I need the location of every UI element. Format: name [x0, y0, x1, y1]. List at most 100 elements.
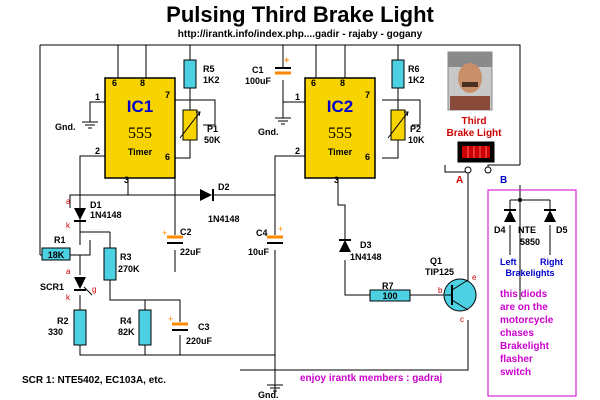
svg-text:+: + [162, 228, 167, 238]
c4-value: 10uF [248, 247, 270, 257]
third-label: Third [462, 116, 487, 127]
note-line-4: chases [500, 328, 534, 339]
d1-pin-a: a [66, 197, 71, 206]
note-line-6: flasher [500, 354, 533, 365]
note-line-3: motorcycle [500, 315, 554, 326]
d1-value: 1N4148 [90, 210, 122, 220]
p1-ref: P1 [207, 124, 218, 134]
brake-light-label: Brake Light [446, 128, 502, 139]
q1-pin-e: e [472, 273, 477, 282]
r1-ref: R1 [54, 235, 66, 245]
ic2-pin-6: 6 [365, 152, 370, 162]
c4-ref: C4 [256, 228, 268, 238]
note-line-2: are on the [500, 302, 548, 313]
nte-value: 5850 [520, 237, 540, 247]
p2-arrow-icon [387, 111, 409, 139]
svg-text:+: + [278, 224, 283, 234]
note-box [487, 189, 577, 397]
svg-text:+: + [284, 55, 289, 65]
left-label: Left [500, 257, 517, 267]
r5-resistor [183, 59, 197, 89]
r7-value: 100 [382, 291, 397, 301]
scr1-thyristor [74, 277, 93, 296]
r3-resistor [103, 247, 117, 281]
r6-ref: R6 [408, 64, 420, 74]
ic1-sub-label: Timer [128, 147, 153, 157]
c1-capacitor: + [275, 55, 291, 75]
gnd-label-2: Gnd. [258, 127, 279, 137]
ic1-pin-7: 7 [165, 90, 170, 100]
d2-ref: D2 [218, 182, 230, 192]
p2-value: 10K [408, 135, 425, 145]
d1-ref: D1 [90, 200, 102, 210]
d3-ref: D3 [360, 240, 372, 250]
c4-capacitor: + [267, 224, 283, 244]
c2-value: 22uF [180, 247, 202, 257]
wires [39, 44, 551, 395]
terminal-b: B [500, 175, 507, 186]
q1-transistor [443, 278, 477, 312]
scr-note: SCR 1: NTE5402, EC103A, etc. [22, 375, 166, 386]
r6-resistor [391, 59, 405, 89]
svg-text:+: + [168, 314, 173, 324]
note-line-7: switch [500, 367, 531, 378]
r4-resistor [138, 309, 152, 346]
gnd-label-3: Gnd. [258, 390, 279, 400]
r6-value: 1K2 [408, 75, 425, 85]
c1-value: 100uF [245, 76, 272, 86]
gnd-label-1: Gnd. [55, 122, 76, 132]
ic2-chip: IC2 555 Timer 6 8 1 2 7 6 3 [295, 77, 376, 185]
note-line-1: this diods [500, 289, 548, 300]
d4-ref: D4 [494, 225, 506, 235]
d2-value: 1N4148 [208, 214, 240, 224]
ic1-pin-2: 2 [95, 146, 100, 156]
c3-value: 220uF [186, 336, 213, 346]
ic2-name: IC2 [327, 97, 353, 116]
page-title: Pulsing Third Brake Light [166, 2, 434, 27]
r2-resistor [73, 309, 87, 346]
ground-icon [82, 117, 291, 392]
q1-pin-c: c [460, 315, 464, 324]
ic2-chip-label: 555 [328, 125, 352, 142]
d3-diode [339, 239, 351, 252]
ic2-pin-8: 8 [340, 78, 345, 88]
q1-ref: Q1 [430, 256, 442, 266]
r5-value: 1K2 [203, 75, 220, 85]
c2-capacitor: + [162, 228, 183, 244]
c1-ref: C1 [252, 65, 264, 75]
ic2-pin-2: 2 [295, 146, 300, 156]
c2-ref: C2 [180, 227, 192, 237]
d1-diode [74, 208, 86, 222]
q1-value: TIP125 [425, 267, 454, 277]
source-url: http://irantk.info/index.php....gadir - … [178, 29, 423, 40]
credit-line: enjoy irantk members : gadraj [300, 373, 442, 384]
r2-ref: R2 [57, 316, 69, 326]
ic1-chip: IC1 555 Timer 6 8 1 2 7 6 3 [95, 77, 176, 185]
r1-value: 18K [48, 250, 65, 260]
ic2-sub-label: Timer [328, 147, 353, 157]
right-label: Right [540, 257, 563, 267]
r7-resistor [369, 289, 411, 302]
note-line-5: Brakelight [500, 341, 550, 352]
ic1-pin-4: 6 [112, 78, 117, 88]
ic1-pin-6: 6 [165, 152, 170, 162]
d5-diode [544, 209, 556, 222]
r4-ref: R4 [120, 316, 132, 326]
scr1-pin-g: g [92, 285, 96, 294]
r1-resistor [41, 247, 71, 261]
d1-pin-k: k [66, 221, 71, 230]
ic2-pin-4: 6 [311, 78, 316, 88]
ic2-pin-7: 7 [365, 90, 370, 100]
p2-ref: P2 [410, 124, 421, 134]
r7-ref: R7 [382, 281, 394, 291]
nte-ref: NTE [518, 225, 536, 235]
note-text: this diods are on the motorcycle chases … [500, 289, 554, 378]
r2-value: 330 [48, 327, 63, 337]
p1-arrow-icon [179, 111, 201, 139]
ic1-name: IC1 [127, 97, 153, 116]
r3-ref: R3 [120, 252, 132, 262]
c3-ref: C3 [198, 322, 210, 332]
r5-ref: R5 [203, 64, 215, 74]
d3-value: 1N4148 [350, 252, 382, 262]
scr1-pin-a: a [66, 267, 71, 276]
